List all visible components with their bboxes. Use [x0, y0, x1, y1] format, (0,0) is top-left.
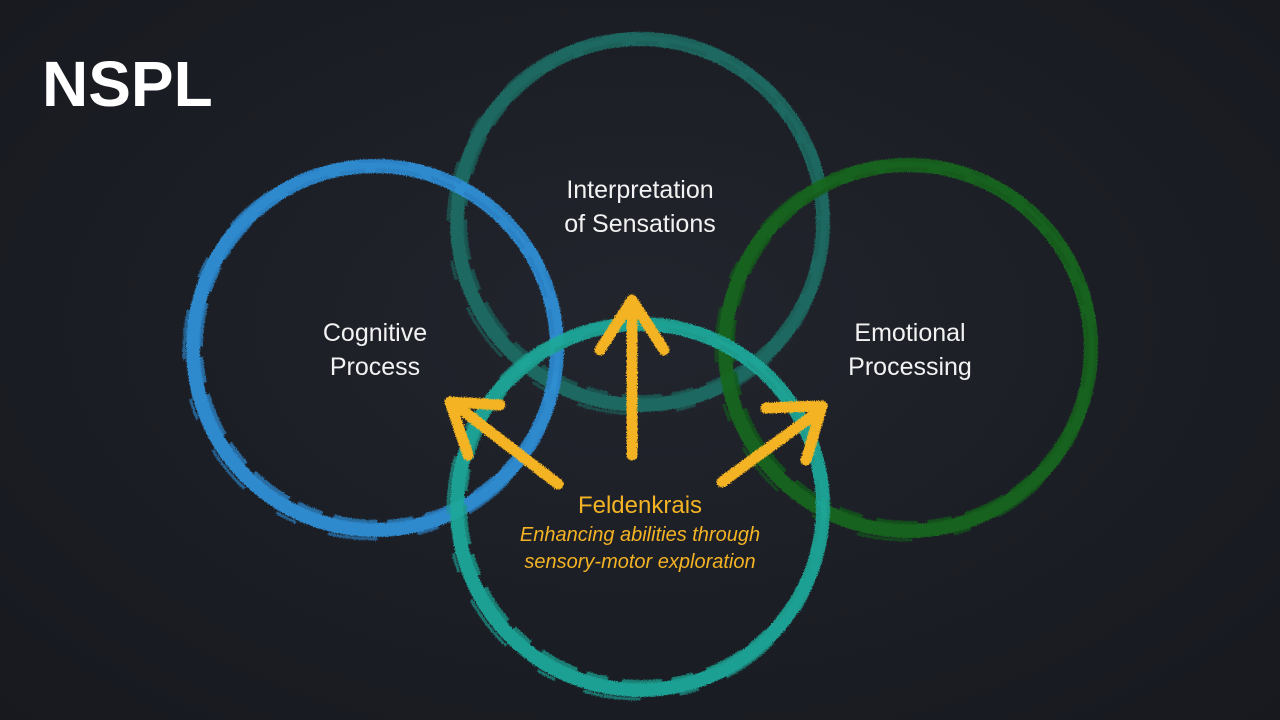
cognitive-label-line1: Cognitive — [322, 319, 428, 347]
feldenkrais-title: Feldenkrais — [577, 492, 703, 519]
emotional-label-line2: Processing — [848, 353, 972, 381]
emotional-label: Emotional Processing — [848, 316, 972, 384]
cognitive-label-line2: Process — [329, 353, 421, 381]
arrow-up-right-icon — [716, 400, 828, 488]
interpretation-label-line1: Interpretation — [566, 176, 714, 204]
emotional-label-line1: Emotional — [854, 319, 966, 347]
feldenkrais-subtitle-line1: Enhancing abilities through — [519, 524, 761, 546]
arrow-up-left-icon — [444, 396, 564, 490]
slide-title: NSPL — [42, 48, 213, 120]
cognitive-label: Cognitive Process — [323, 316, 427, 384]
interpretation-circle — [446, 32, 830, 416]
feldenkrais-subtitle: Enhancing abilities through sensory-moto… — [520, 522, 760, 576]
arrow-up-icon — [594, 294, 670, 461]
interpretation-label-line2: of Sensations — [564, 210, 716, 238]
feldenkrais-subtitle-line2: sensory-motor exploration — [524, 551, 756, 573]
interpretation-label: Interpretation of Sensations — [564, 173, 716, 241]
